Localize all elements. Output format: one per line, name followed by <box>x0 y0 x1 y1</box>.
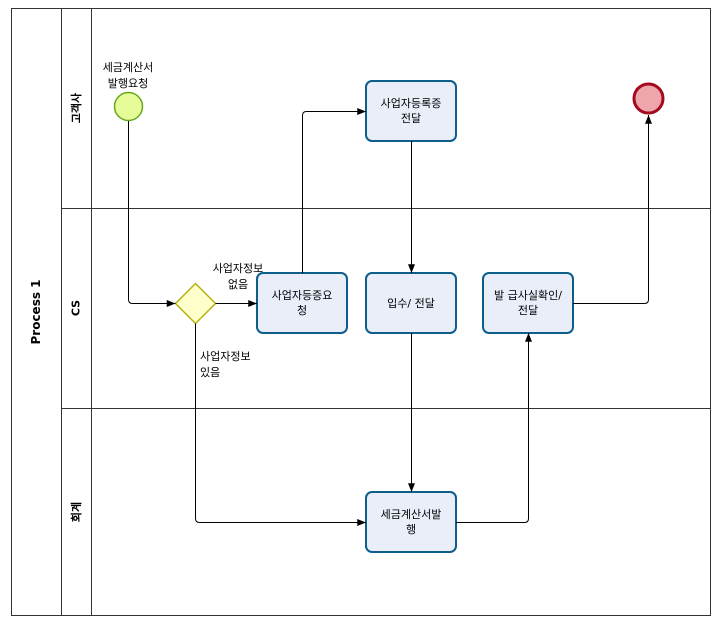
start-event-label-line: 발행요청 <box>107 77 149 90</box>
task-label-deliver-registration-cert: 사업자등록증 전달 <box>366 81 456 141</box>
task-label-request-registration-cert: 사업자등증요 청 <box>257 273 347 333</box>
pool-title: Process 1 <box>29 279 43 345</box>
start-event-label: 세금계산서 발행요청 <box>88 60 168 92</box>
end-event <box>632 82 665 115</box>
pool-border <box>11 8 711 616</box>
start-event-label-line: 세금계산서 <box>102 61 154 74</box>
flow-confirm-to-end <box>573 115 652 304</box>
gateway-label-line: 있음 <box>200 366 221 379</box>
lane-label-cs: CS <box>69 299 83 317</box>
task-label-line: 전달 <box>517 304 539 317</box>
gateway-label-no-info: 사업자정보 없음 <box>198 261 278 293</box>
flow-issue-invoice-to-confirm <box>456 333 532 523</box>
task-label-line: 입수/ 전달 <box>387 296 435 310</box>
task-label-line: 사업자등록증 <box>380 97 442 110</box>
start-event <box>113 91 144 122</box>
task-label-receive-and-deliver: 입수/ 전달 <box>366 273 456 333</box>
gateway-label-line: 없음 <box>227 278 249 291</box>
task-label-line: 사업자등증요 <box>271 289 333 302</box>
task-label-line: 청 <box>296 304 308 317</box>
gateway-label-has-info: 사업자정보 있음 <box>200 349 251 381</box>
task-label-line: 전달 <box>400 112 422 125</box>
lane-label-accounting: 회계 <box>70 501 83 523</box>
gateway-label-line: 사업자정보 <box>212 262 264 275</box>
task-label-issue-tax-invoice: 세금계산서발 행 <box>366 492 456 552</box>
flow-gateway-to-issue-invoice <box>195 323 366 526</box>
task-label-line: 발 급사실확인/ <box>494 289 562 302</box>
flow-request-to-deliver-registration <box>302 108 366 273</box>
gateway-label-line: 사업자정보 <box>200 350 251 363</box>
task-label-confirm-issuance-and-deliver: 발 급사실확인/ 전달 <box>483 273 573 333</box>
lane-label-customer: 고객사 <box>70 92 83 124</box>
task-label-line: 행 <box>405 523 417 536</box>
flow-start-to-gateway <box>128 121 176 307</box>
task-label-line: 세금계산서발 <box>380 508 442 521</box>
